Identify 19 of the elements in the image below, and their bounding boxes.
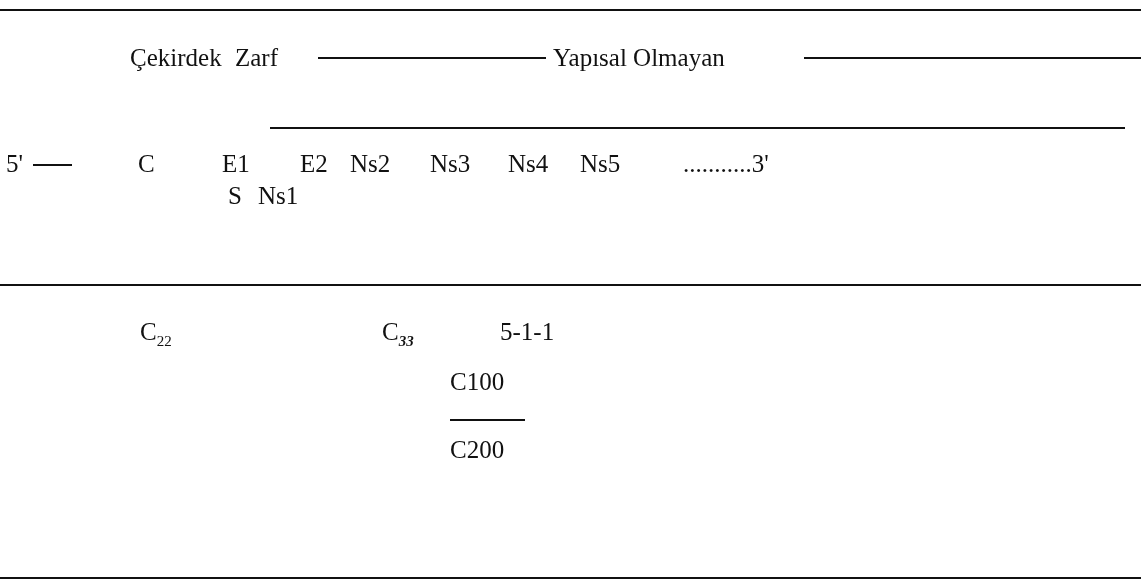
gene-label: E1 <box>222 150 250 178</box>
region-label: Yapısal Olmayan <box>553 44 725 72</box>
antigen-label: C200 <box>450 436 505 464</box>
gene-label: Ns4 <box>508 150 549 178</box>
antigen-label: C100 <box>450 368 505 396</box>
gene-label: C <box>138 150 155 178</box>
gene-label: E2 <box>300 150 328 178</box>
gene-label: Ns5 <box>580 150 621 178</box>
region-label: Çekirdek <box>130 44 222 72</box>
gene-label: S <box>228 182 242 210</box>
gene-label: Ns1 <box>258 182 299 210</box>
end-label: ...........3' <box>683 150 769 178</box>
antigen-label: C$_{33}$ <box>382 318 414 350</box>
end-label: 5' <box>6 150 23 178</box>
gene-label: Ns2 <box>350 150 391 178</box>
antigen-label: C$_{22}$ <box>140 318 172 350</box>
gene-label: Ns3 <box>430 150 471 178</box>
region-label: Zarf <box>235 44 279 72</box>
antigen-label: 5-1-1 <box>500 318 555 346</box>
